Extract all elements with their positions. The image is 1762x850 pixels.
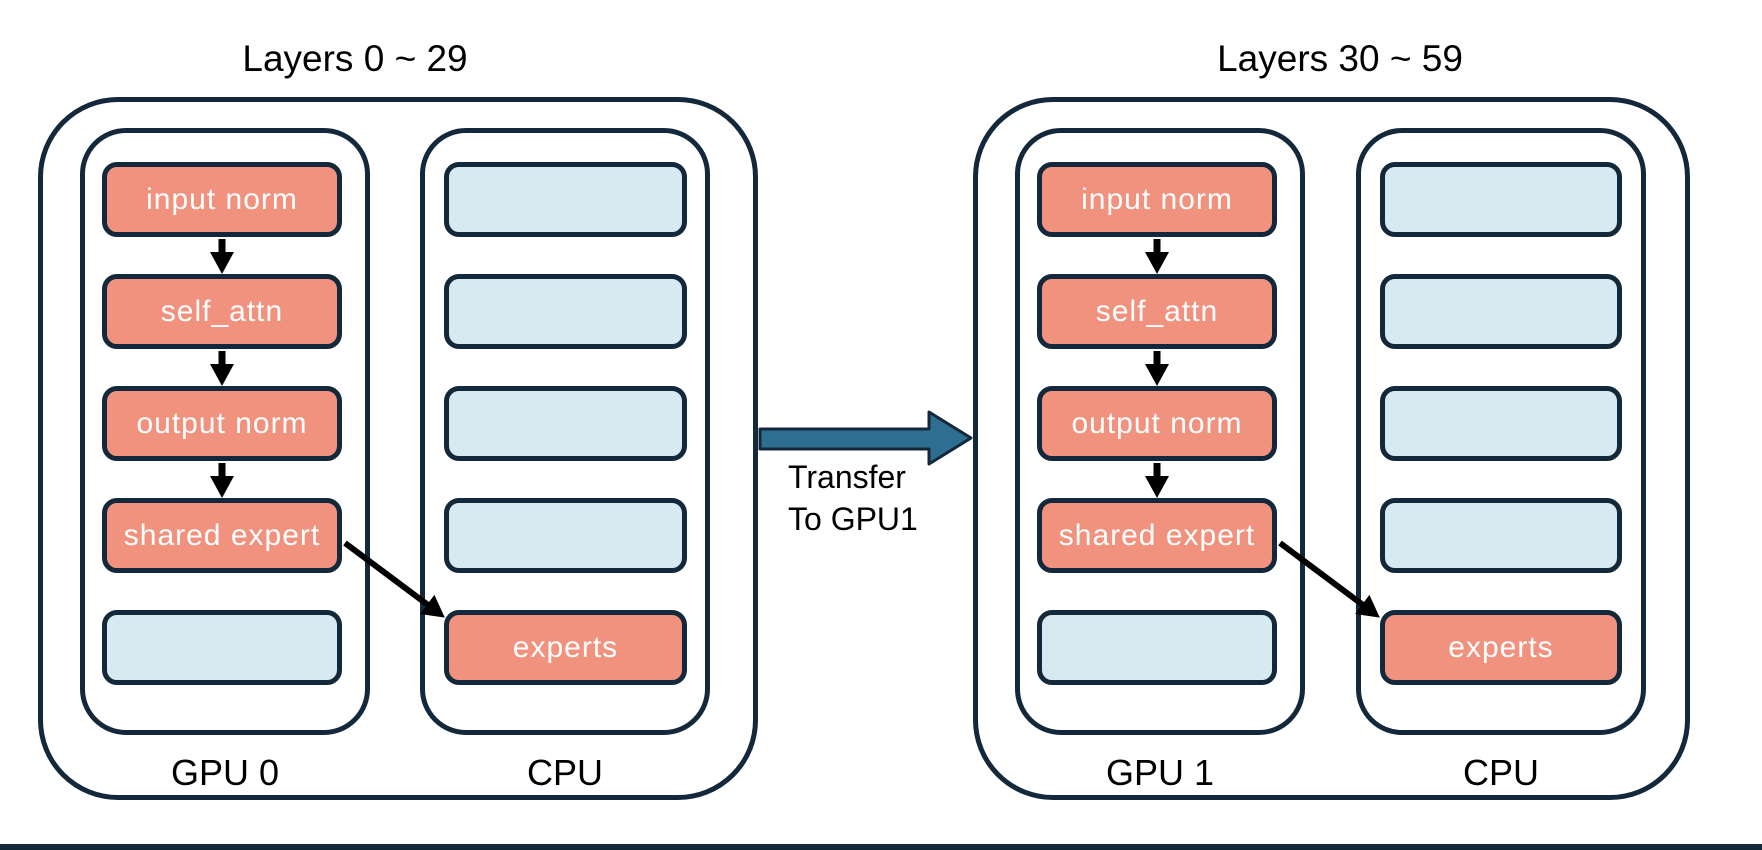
- node-output-norm: output norm: [102, 386, 342, 461]
- node-shared-expert: shared expert: [1037, 498, 1277, 573]
- group-1-gpu-label: GPU 1: [1105, 752, 1215, 793]
- node-empty-slot: [1380, 274, 1622, 349]
- node-empty-slot: [1037, 610, 1277, 685]
- node-input-norm: input norm: [102, 162, 342, 237]
- node-empty-slot: [444, 274, 687, 349]
- group-0-gpu-label: GPU 0: [170, 752, 280, 793]
- group-1-title: Layers 30 ~ 59: [1217, 38, 1463, 79]
- node-output-norm: output norm: [1037, 386, 1277, 461]
- node-empty-slot: [1380, 386, 1622, 461]
- node-empty-slot: [102, 610, 342, 685]
- node-shared-expert: shared expert: [102, 498, 342, 573]
- group-0-title: Layers 0 ~ 29: [242, 38, 468, 79]
- node-empty-slot: [444, 162, 687, 237]
- node-empty-slot: [1380, 498, 1622, 573]
- node-self-attn: self_attn: [1037, 274, 1277, 349]
- node-experts: experts: [1380, 610, 1622, 685]
- node-self-attn: self_attn: [102, 274, 342, 349]
- node-empty-slot: [444, 386, 687, 461]
- group-0-cpu-label: CPU: [526, 752, 604, 793]
- transfer-label-line2: To GPU1: [788, 501, 918, 537]
- node-experts: experts: [444, 610, 687, 685]
- bottom-edge-bar: [0, 844, 1762, 850]
- group-1-cpu-label: CPU: [1462, 752, 1540, 793]
- node-empty-slot: [444, 498, 687, 573]
- node-input-norm: input norm: [1037, 162, 1277, 237]
- transfer-label: Transfer To GPU1: [788, 456, 918, 540]
- transfer-label-line1: Transfer: [788, 459, 906, 495]
- node-empty-slot: [1380, 162, 1622, 237]
